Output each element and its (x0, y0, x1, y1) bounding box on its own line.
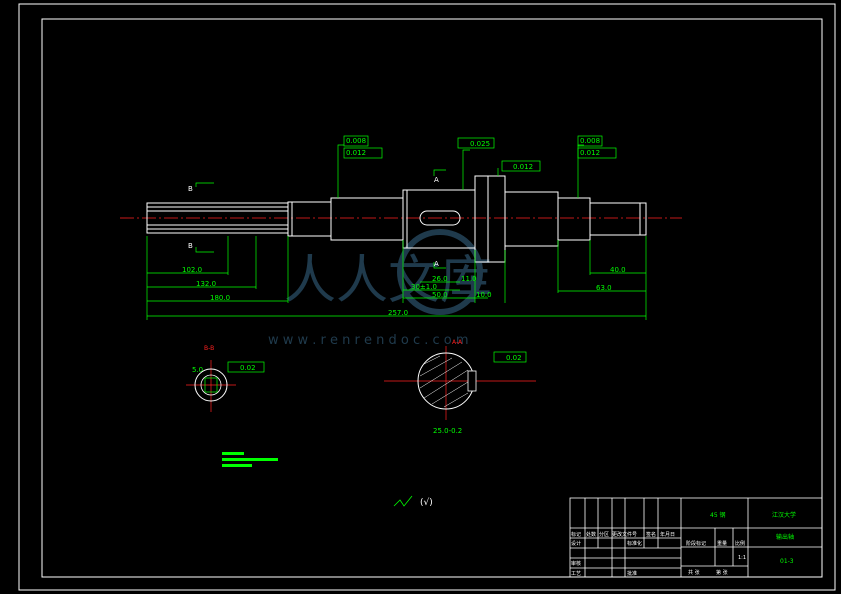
section-bb-title: B-B (204, 345, 214, 352)
tb-h2: 处数 (586, 531, 596, 538)
tb-review: 审核 (571, 560, 581, 567)
tb-process: 工艺 (571, 571, 581, 577)
sheet-border (18, 3, 836, 591)
dim-30: 30±1.0 (411, 283, 437, 291)
tol-bb: 0.02 (240, 364, 256, 372)
tb-h5: 签名 (646, 531, 656, 538)
tb-part-name: 输出轴 (776, 533, 794, 541)
section-labels: B B A A (188, 176, 439, 268)
dim-sec: 25.0-0.2 (433, 427, 462, 435)
tolerance-frames (227, 135, 617, 373)
title-block (569, 497, 823, 578)
surface-finish-symbol: (√) (393, 495, 433, 508)
tol-right-2: 0.012 (580, 149, 600, 157)
tb-standard: 标准化 (627, 540, 642, 547)
drawing-frame (41, 18, 823, 578)
dim-257: 257.0 (388, 309, 408, 317)
section-a-bottom: A (434, 260, 439, 268)
dim-key: 5.0 (192, 366, 203, 374)
tb-scale-label: 比例 (735, 540, 745, 547)
tb-h6: 年月日 (660, 531, 675, 538)
dimension-texts: 102.0 132.0 180.0 257.0 26.0 11.0 30±1.0… (182, 137, 626, 435)
tb-approve: 批准 (627, 570, 637, 577)
tb-school: 江汉大学 (772, 511, 796, 519)
tb-sheet: 第 张 (716, 569, 728, 576)
tb-drawing-no: 01-3 (780, 558, 794, 565)
tb-sheets: 共 张 (688, 569, 700, 576)
tb-design: 设计 (571, 540, 581, 547)
section-a-top: A (434, 176, 439, 184)
watermark: 人人文库 w w w . r e n r e n d o c . c o m (268, 229, 492, 348)
dim-40: 40.0 (610, 266, 626, 274)
tb-material: 45 钢 (710, 511, 726, 519)
dim-10: 10.0 (476, 291, 492, 299)
dim-180: 180.0 (210, 294, 230, 302)
tol-left-1: 0.008 (346, 137, 366, 145)
dim-102: 102.0 (182, 266, 202, 274)
tol-aa: 0.02 (506, 354, 522, 362)
shaft-outline (146, 175, 647, 263)
tb-weight: 重量 (717, 540, 727, 547)
tb-scale: 1:1 (738, 555, 746, 561)
tol-mid-top: 0.025 (470, 140, 490, 148)
technical-notes (222, 452, 278, 467)
dim-50: 50.0 (432, 291, 448, 299)
surface-finish-text: (√) (420, 497, 433, 508)
tb-h3: 分区 (599, 531, 609, 538)
tol-left-2: 0.012 (346, 149, 366, 157)
section-b-top: B (188, 185, 193, 193)
dim-11: 11.0 (461, 275, 477, 283)
watermark-url: w w w . r e n r e n d o c . c o m (268, 333, 469, 348)
dim-63: 63.0 (596, 284, 612, 292)
tb-stage: 阶段标记 (686, 540, 706, 547)
tol-right-1: 0.008 (580, 137, 600, 145)
tol-mid-right: 0.012 (513, 163, 533, 171)
dimension-lines (146, 144, 647, 320)
watermark-logo: 人人文库 (284, 251, 492, 311)
dim-132: 132.0 (196, 280, 216, 288)
section-aa-title: A-A (452, 339, 463, 346)
tb-h4: 更改文件号 (612, 531, 637, 538)
section-bb-view (186, 360, 236, 412)
dim-26: 26.0 (432, 275, 448, 283)
tb-h1: 标记 (571, 531, 581, 538)
section-aa-view (384, 346, 536, 420)
section-b-bottom: B (188, 242, 193, 250)
